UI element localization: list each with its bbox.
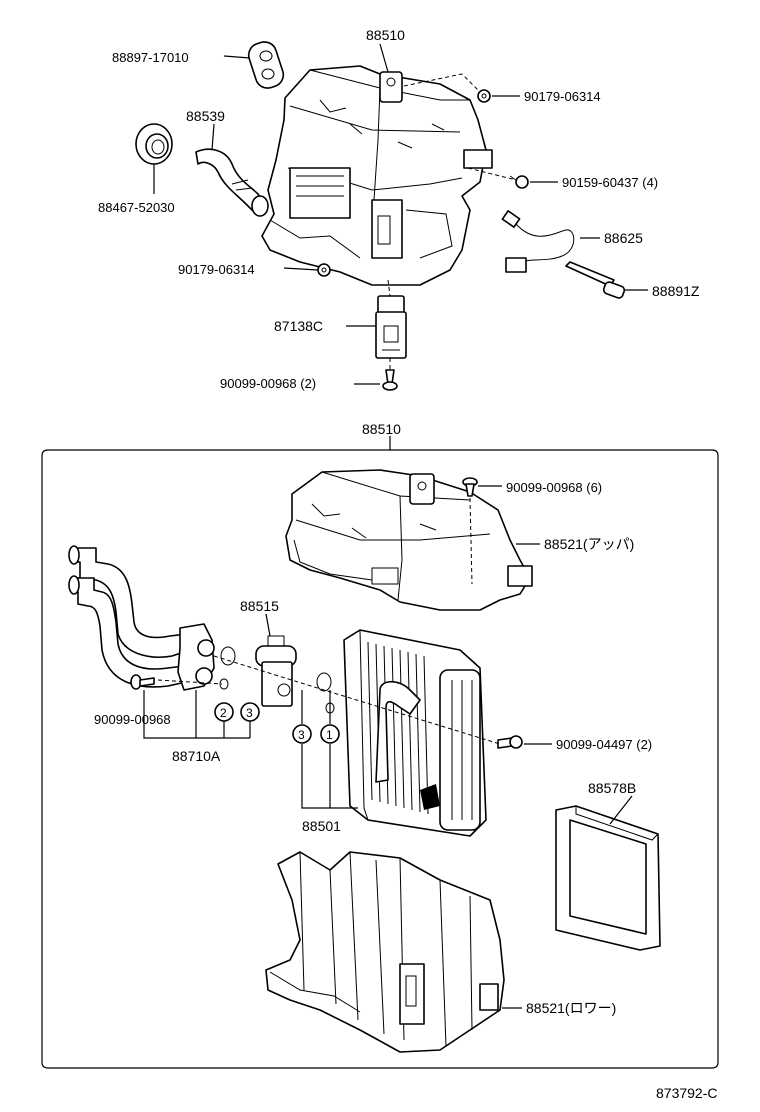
diagram-code: 873792-C <box>656 1085 718 1101</box>
assembly-frame <box>41 449 719 1069</box>
drain-grommet-label: 88467-52030 <box>98 200 175 215</box>
screw-bottom-part <box>382 369 398 391</box>
nut-bottom-left-part <box>317 263 331 277</box>
svg-text:2: 2 <box>220 706 227 720</box>
nut-bottom-left-label: 90179-06314 <box>178 262 255 277</box>
callout-oring-3a: 3 <box>240 702 260 722</box>
screw-upper-case-label: 90099-00968 (6) <box>506 480 602 495</box>
screw-evap-part <box>497 735 523 749</box>
resistor-label: 87138C <box>274 318 323 334</box>
lower-case-label: 88521(ロワー) <box>526 1000 616 1016</box>
assembly-label: 88510 <box>362 421 401 437</box>
wire-harness-part <box>501 210 575 273</box>
grommet-part <box>247 41 285 89</box>
top-case-label: 88510 <box>366 27 405 43</box>
nut-top-right-label: 90179-06314 <box>524 89 601 104</box>
oring-near-tube-top <box>220 646 236 666</box>
svg-text:3: 3 <box>246 706 253 720</box>
sensor-label: 88891Z <box>652 283 700 299</box>
screw-left-part <box>130 674 155 690</box>
svg-text:1: 1 <box>326 728 333 742</box>
upper-case-label: 88521(アッパ) <box>544 536 634 552</box>
screw-evap-label: 90099-04497 (2) <box>556 737 652 752</box>
nut-top-right-part <box>477 89 491 103</box>
resistor-part <box>375 295 407 359</box>
drain-grommet-part <box>135 123 173 165</box>
screw-upper-case-part <box>462 477 478 497</box>
evaporator-label: 88501 <box>302 818 341 834</box>
callout-oring-1: 1 <box>320 724 340 744</box>
svg-text:3: 3 <box>298 728 305 742</box>
drain-hose-label: 88539 <box>186 108 225 124</box>
screw-right-label: 90159-60437 (4) <box>562 175 658 190</box>
lower-case-part <box>265 851 505 1053</box>
screw-right-part <box>509 175 529 189</box>
oring-near-tube-small <box>219 678 229 690</box>
expansion-valve-label: 88515 <box>240 598 279 614</box>
callout-oring-2: 2 <box>214 702 234 722</box>
screw-bottom-label: 90099-00968 (2) <box>220 376 316 391</box>
top-cooling-unit <box>261 65 493 286</box>
filter-part <box>555 805 661 951</box>
upper-case-part <box>285 469 533 611</box>
screw-left-label: 90099-00968 <box>94 712 171 727</box>
tube-part <box>68 545 215 691</box>
sensor-part <box>565 261 626 299</box>
callout-oring-3b: 3 <box>292 724 312 744</box>
tube-label: 88710A <box>172 748 221 764</box>
grommet-label: 88897-17010 <box>112 50 189 65</box>
oring-evap-top <box>316 672 332 692</box>
evaporator-part <box>343 629 487 837</box>
filter-label: 88578B <box>588 780 636 796</box>
drain-hose-part <box>195 148 269 217</box>
wire-harness-label: 88625 <box>604 230 643 246</box>
